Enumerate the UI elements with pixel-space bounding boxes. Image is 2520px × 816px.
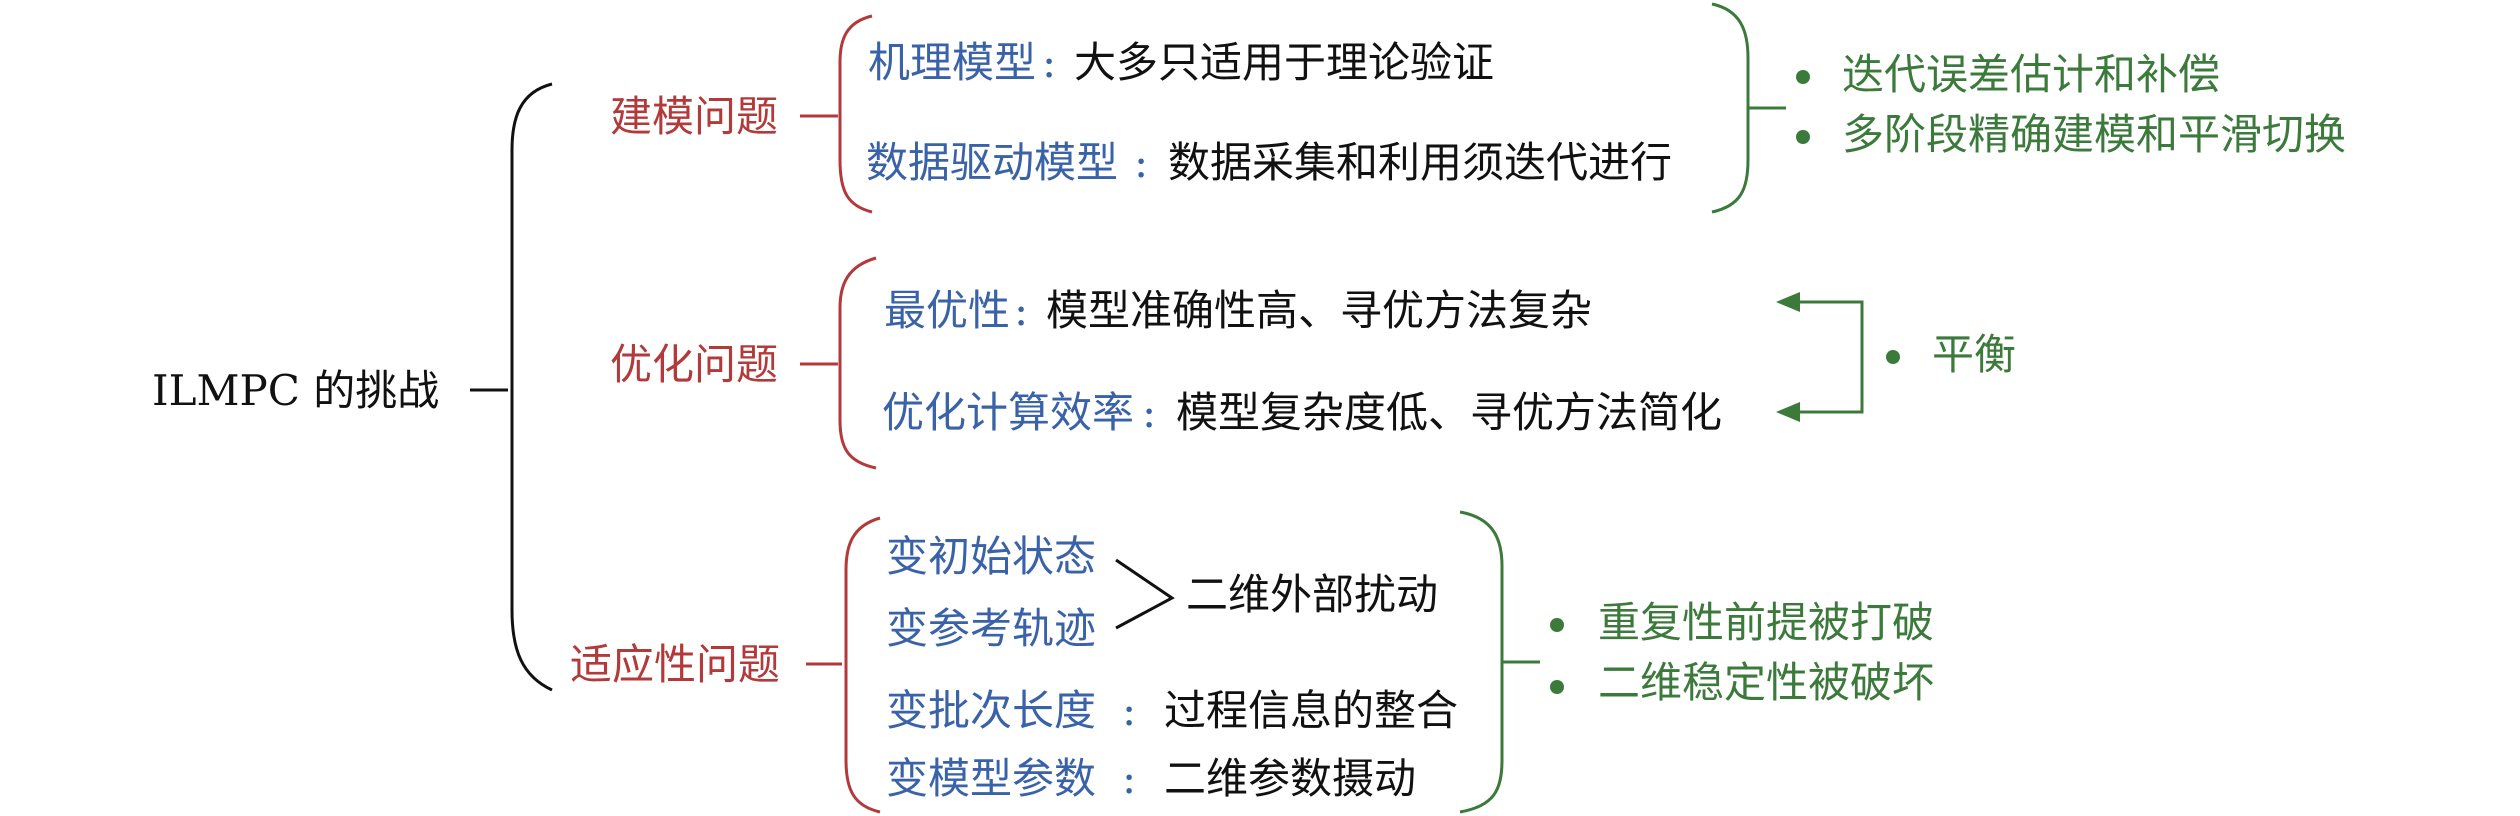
root-node: ILMPC 的挑战 — [152, 366, 440, 415]
root-brace — [510, 82, 553, 692]
item-desc: 数据采集和利用须迭代进行 — [1168, 138, 1673, 187]
item-key: 数据驱动模型 — [866, 138, 1119, 187]
item-key: 机理模型 — [868, 38, 1037, 87]
item-key: 优化计算效率 — [882, 388, 1135, 437]
item-key: 变模型参数 — [886, 754, 1097, 803]
item-key: 最优性 — [884, 286, 1011, 335]
outcome-text: 二维稳定性被破坏 — [1598, 658, 1935, 707]
item-key: 变参考轨迹 — [886, 604, 1097, 653]
bullet-icon — [1796, 130, 1810, 144]
item-desc: 二维参数摄动 — [1164, 754, 1417, 803]
branch-label-adaptability: 适应性问题 — [570, 640, 781, 689]
bullet-icon — [1550, 680, 1564, 694]
arrow-head-top — [1776, 292, 1800, 312]
outcome-brace-adaptability — [1459, 510, 1504, 814]
outcome-text: 迭代误差估计和补偿 — [1842, 50, 2221, 99]
outcome-brace-modeling — [1711, 2, 1750, 214]
item-desc: 模型复杂度低、寻优方法简化 — [1176, 388, 1723, 437]
item-key: 变初始状态 — [886, 532, 1097, 581]
outcome-text: 平衡 — [1932, 330, 2017, 379]
bullet-icon — [1550, 618, 1564, 632]
item-desc: 模型准确性高、寻优方法复杂 — [1046, 286, 1593, 335]
bullet-icon — [1886, 350, 1900, 364]
item-sep: : — [1122, 754, 1137, 803]
merged-desc: 二维外部扰动 — [1186, 570, 1439, 619]
item-desc: 大多只适用于理论验证 — [1074, 38, 1495, 87]
arrow-head-bottom — [1776, 402, 1800, 422]
item-sep: : — [1014, 286, 1029, 335]
branch-label-modeling: 建模问题 — [610, 92, 779, 141]
brace-optimization — [838, 256, 877, 470]
item-key: 变批次长度 — [886, 686, 1097, 735]
item-sep: : — [1134, 138, 1149, 187]
merge-bracket — [1115, 558, 1175, 630]
brace-adaptability — [844, 516, 881, 814]
item-desc: 过程信息的整合 — [1164, 686, 1459, 735]
balance-bracket — [1790, 300, 1864, 414]
item-sep: : — [1042, 38, 1057, 87]
brace-modeling — [838, 14, 873, 214]
item-sep: : — [1122, 686, 1137, 735]
bullet-icon — [1796, 70, 1810, 84]
outcome-text: 重复性前提被打破 — [1598, 598, 1935, 647]
outcome-text: 多阶段精确建模和平滑切换 — [1842, 110, 2347, 159]
item-sep: : — [1142, 388, 1157, 437]
branch-label-optimization: 优化问题 — [610, 340, 779, 389]
